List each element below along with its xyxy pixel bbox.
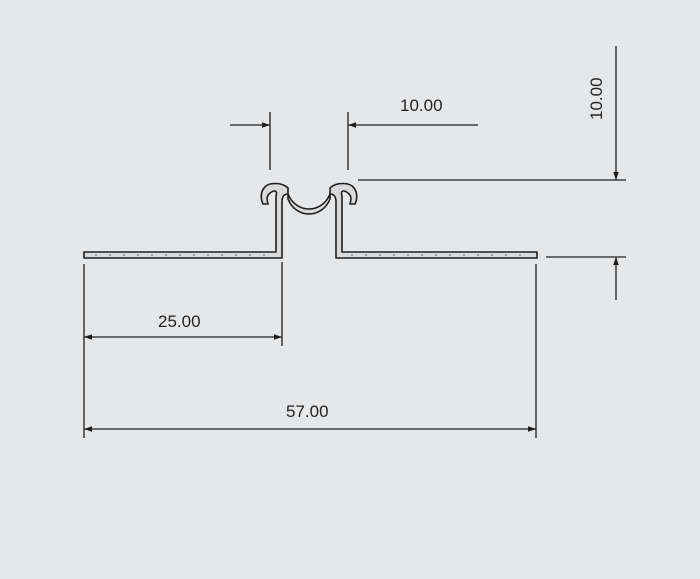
left-flange — [83, 182, 289, 259]
curved-web — [287, 193, 331, 215]
profile-section — [83, 182, 538, 259]
dim-label-total-width: 57.00 — [286, 402, 329, 421]
dim-label-left-width: 25.00 — [158, 312, 201, 331]
right-flange — [329, 182, 538, 259]
dim-label-top-gap: 10.00 — [400, 96, 443, 115]
flange-texture — [95, 254, 521, 256]
dim-label-top-height: 10.00 — [587, 77, 606, 120]
